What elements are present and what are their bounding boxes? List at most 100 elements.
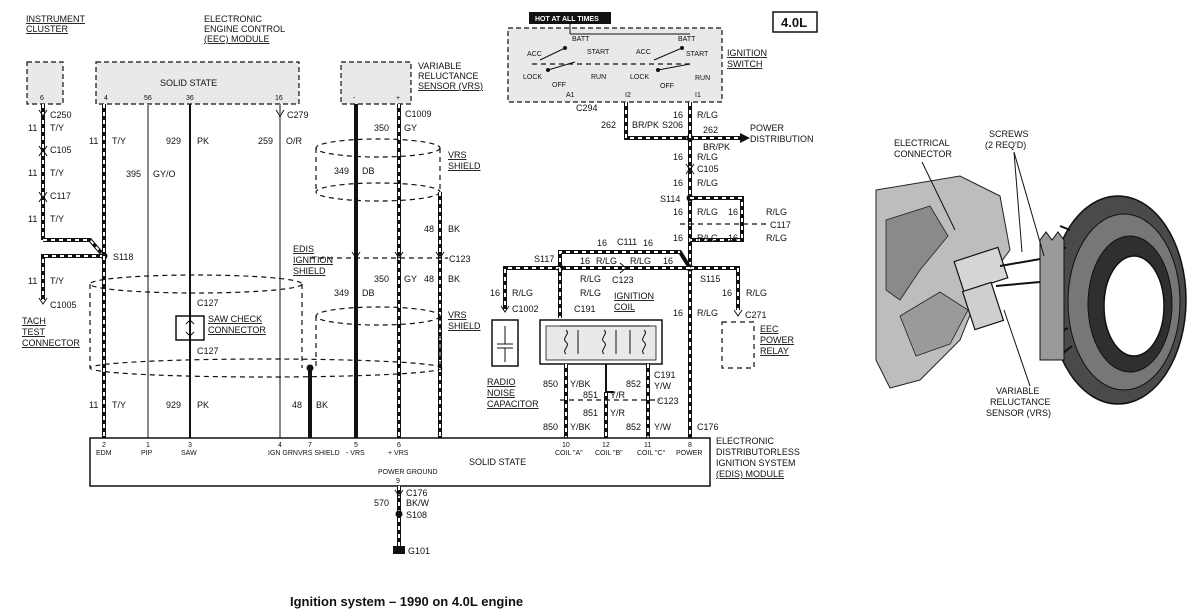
svg-text:BR/PK: BR/PK [703,142,730,152]
c279-label: C279 [287,110,309,120]
svg-text:16: 16 [490,288,500,298]
svg-text:16: 16 [643,238,653,248]
hot-at-all-times-label: HOT AT ALL TIMES [535,16,599,23]
svg-text:350: 350 [374,123,389,133]
s117-label: S117 [534,254,554,264]
s118-label: S118 [113,252,133,262]
svg-text:1: 1 [146,442,150,449]
c105-left-mark [38,145,48,157]
c123-coil-label: C123 [612,275,634,285]
svg-text:Y/BK: Y/BK [570,379,591,389]
svg-text:BK: BK [316,400,328,410]
c111-label: C111 [617,237,637,247]
svg-text:851: 851 [583,390,598,400]
svg-text:R/LG: R/LG [766,207,787,217]
svg-text:851: 851 [583,408,598,418]
svg-text:349: 349 [334,288,349,298]
svg-text:929: 929 [166,400,181,410]
svg-text:16: 16 [673,178,683,188]
instrument-cluster-label-2: CLUSTER [26,24,69,34]
vrs-box [340,61,412,105]
svg-text:COIL "C": COIL "C" [637,450,666,457]
eec-module-label-1: ELECTRONIC [204,14,263,24]
c127-top-label: C127 [197,298,219,308]
c191-top-label: C191 [574,304,596,314]
edis-module-label-3: IGNITION SYSTEM [716,458,796,468]
s114-label: S114 [660,194,680,204]
svg-text:DB: DB [362,166,375,176]
c176-bottom-label: C176 [406,488,428,498]
ignition-switch-label-1: IGNITION [727,48,767,58]
g101-label: G101 [408,546,430,556]
svg-text:3: 3 [188,442,192,449]
svg-text:R/LG: R/LG [512,288,533,298]
svg-text:R/LG: R/LG [697,110,718,120]
svg-text:16: 16 [673,233,683,243]
svg-text:R/LG: R/LG [580,288,601,298]
svg-text:POWER: POWER [676,450,702,457]
edis-solid-state: SOLID STATE [469,457,526,467]
svg-text:349: 349 [334,166,349,176]
eec-module-box [95,61,300,105]
vrs-shield-top-label-1: VRS [448,150,467,160]
svg-text:ACC: ACC [636,49,651,56]
svg-text:Y/W: Y/W [654,422,672,432]
edis-shield-label-2: IGNITION [293,255,333,265]
svg-text:RUN: RUN [591,74,606,81]
c117-left-label: C117 [50,191,71,201]
svg-text:5: 5 [354,442,358,449]
svg-text:4: 4 [278,442,282,449]
svg-text:VRS SHIELD: VRS SHIELD [298,450,340,457]
coil-wire-1: R/LG [580,274,601,284]
c105-right-label: C105 [697,164,719,174]
eec-pin-4: 4 [104,95,108,102]
photo-vrs-label-3: SENSOR (VRS) [986,408,1051,418]
c117-left-mark [38,191,48,203]
edis-module-label-4: (EDIS) MODULE [716,469,784,479]
svg-text:16: 16 [673,207,683,217]
ignition-coil-label-2: COIL [614,302,635,312]
ground-symbol [393,546,405,554]
svg-text:R/LG: R/LG [697,308,718,318]
radio-capacitor-label-3: CAPACITOR [487,399,539,409]
edis-shield-top-ellipse [89,274,303,294]
tach-test-label-1: TACH [22,316,46,326]
svg-text:929: 929 [166,136,181,146]
svg-text:48: 48 [424,274,434,284]
svg-text:IGN GRN: IGN GRN [268,450,298,457]
saw-check-label-2: CONNECTOR [208,325,266,335]
s115-label: S115 [700,274,720,284]
tach-test-label-3: CONNECTOR [22,338,80,348]
vrs-shield-bottom-label-1: VRS [448,310,467,320]
svg-text:R/LG: R/LG [746,288,767,298]
saw-check-connector [175,315,205,341]
svg-text:+ VRS: + VRS [388,450,409,457]
svg-text:PK: PK [197,136,209,146]
ignition-switch-label-2: SWITCH [727,59,763,69]
eec-solid-state: SOLID STATE [160,78,217,88]
svg-text:259: 259 [258,136,273,146]
figure-caption: Ignition system – 1990 on 4.0L engine [290,594,524,609]
c250-label: C250 [50,110,72,120]
c1009-label: C1009 [405,109,432,119]
svg-text:R/LG: R/LG [766,233,787,243]
ignition-coil-box [539,319,663,365]
svg-text:GY: GY [404,274,417,284]
svg-text:PIP: PIP [141,450,153,457]
ignition-coil-label-1: IGNITION [614,291,654,301]
svg-text:R/LG: R/LG [596,256,617,266]
svg-text:16: 16 [722,288,732,298]
svg-text:852: 852 [626,422,641,432]
c1002-label: C1002 [512,304,539,314]
svg-text:BR/PK: BR/PK [632,120,659,130]
eec-power-relay-label-2: POWER [760,335,795,345]
vrs-shield-bottom-label-2: SHIELD [448,321,481,331]
svg-text:ACC: ACC [527,51,542,58]
svg-text:EDM: EDM [96,450,112,457]
c176-top-label: C176 [697,422,719,432]
photo-electrical-connector-label-2: CONNECTOR [894,149,952,159]
photo-sensor-body [961,281,1005,331]
svg-text:R/LG: R/LG [697,233,718,243]
svg-text:16: 16 [580,256,590,266]
power-ground-label: POWER GROUND [378,469,438,476]
